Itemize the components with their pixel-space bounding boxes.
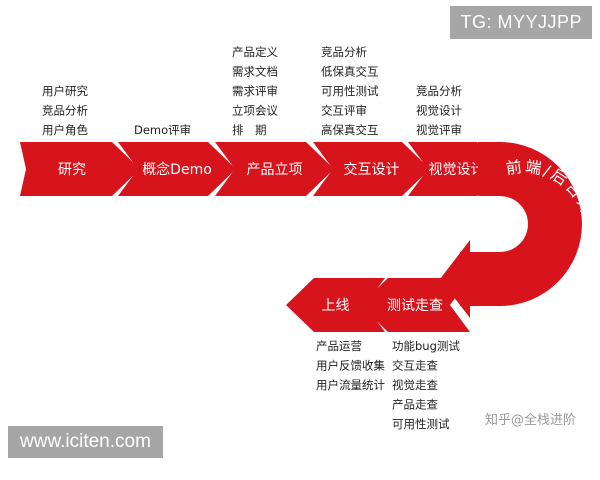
stage-item: 产品定义 [232, 45, 278, 59]
stage-label: 研究 [58, 162, 86, 178]
stage-arrow-bottom-2 [286, 278, 385, 332]
stage-item: 需求评审 [232, 84, 278, 98]
stage-label: 视觉设计 [429, 162, 485, 178]
stage-item: 立项会议 [232, 104, 278, 118]
watermark-zhihu: 知乎@全栈进阶 [484, 413, 576, 428]
stage-item: 视觉设计 [416, 104, 462, 118]
stage-item: 用户反馈收集 [316, 359, 385, 373]
curve-band [460, 142, 582, 306]
stage-label: 上线 [322, 298, 350, 314]
stage-arrow-top-4 [313, 142, 430, 196]
stage-arrow-bottom-1 [360, 278, 470, 332]
stage-label: 交互设计 [344, 161, 400, 178]
stage-label: 测试走查 [387, 298, 443, 314]
stage-item: 高保真交互 [321, 123, 379, 137]
stage-item: 产品走查 [392, 398, 438, 412]
stage-item: 产品运营 [316, 339, 362, 353]
watermark-bottom-left: www.iciten.com [8, 426, 163, 458]
stage-item: 用户角色 [42, 123, 88, 137]
stage-item: 用户流量统计 [316, 378, 385, 392]
stage-item: Demo评审 [134, 123, 191, 137]
stage-item: 用户研究 [42, 84, 88, 98]
stage-label: 概念Demo [142, 161, 212, 178]
stage-item: 竞品分析 [42, 104, 88, 118]
stage-item: 低保真交互 [321, 65, 379, 79]
stage-arrow-top-1 [20, 142, 140, 196]
stage-item: 可用性测试 [321, 84, 379, 98]
stage-item: 视觉评审 [416, 123, 462, 137]
stage-item: 竞品分析 [321, 45, 367, 59]
stage-item: 交互评审 [321, 104, 367, 118]
stage-item: 可用性测试 [392, 417, 450, 431]
stage-item: 竞品分析 [416, 84, 462, 98]
stage-arrow-top-3 [215, 142, 334, 196]
stage-arrow-top-2 [118, 142, 236, 196]
stage-item: 交互走查 [392, 359, 438, 373]
stage-item: 需求文档 [232, 65, 278, 79]
stage-item: 功能bug测试 [392, 339, 460, 353]
stage-item: 视觉走查 [392, 378, 438, 392]
stage-label: 产品立项 [247, 162, 303, 178]
watermark-top-right: TG: MYYJJPP [450, 6, 592, 39]
stage-item: 排 期 [232, 123, 267, 137]
